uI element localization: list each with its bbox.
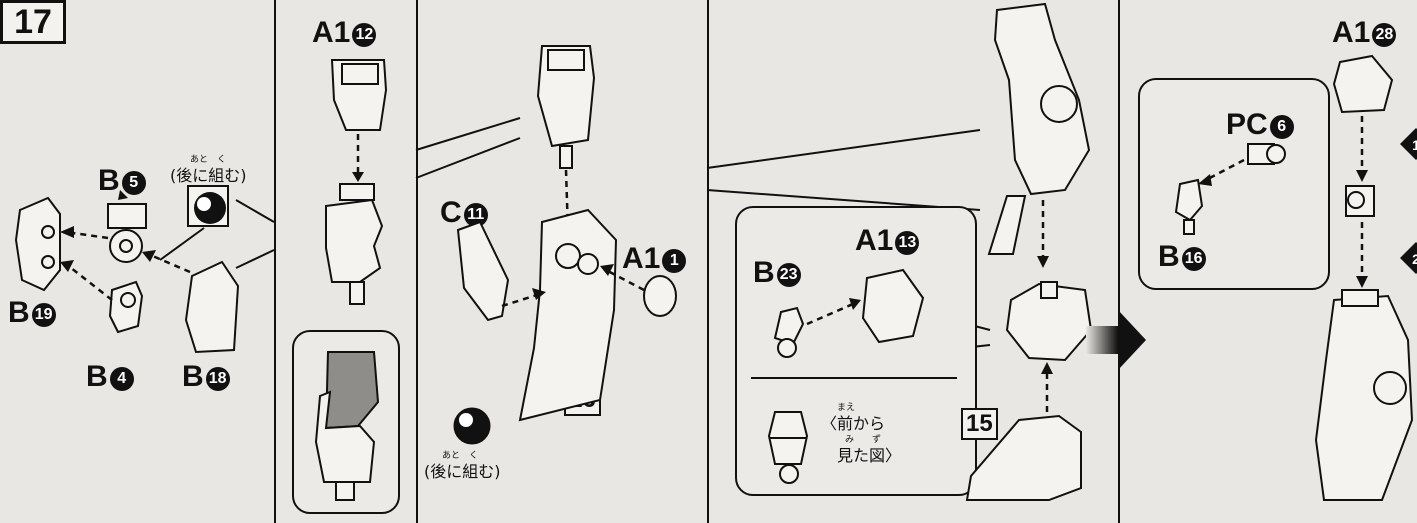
next-step-arrow-icon — [1086, 310, 1146, 370]
upper-arm-drawing — [325, 59, 388, 305]
view-ruby: まえ — [837, 403, 856, 413]
front-view-label-line2: 見た図〉 — [837, 446, 902, 465]
panel-divider — [1118, 0, 1120, 523]
arm-parts-drawing — [14, 185, 240, 354]
order-1-number: 1 — [1412, 137, 1417, 153]
sub-step-15: 15 — [961, 408, 998, 440]
panel-divider — [416, 0, 418, 523]
panel-divider — [707, 0, 709, 523]
assemble-later-note: (後に組む) — [424, 462, 501, 481]
leg-assembly-drawing — [965, 2, 1093, 501]
inset-parts-drawing — [1174, 143, 1286, 235]
foot-assembly-drawing: 1 2 — [1314, 54, 1417, 501]
assemble-later-note: (後に組む) — [170, 166, 247, 185]
view-ruby: み ず — [845, 435, 882, 445]
note-ruby: あと く — [442, 451, 479, 461]
note-ruby: あと く — [190, 155, 227, 165]
panel-divider — [274, 0, 276, 523]
detail-inset — [292, 330, 400, 514]
order-2-number: 2 — [1412, 251, 1417, 267]
step-number: 17 — [0, 0, 66, 44]
inset-parts-drawing — [751, 268, 957, 484]
panel-3: C11 A11 16 あと く (後に組む) — [418, 0, 707, 523]
front-view-label-line1: 〈前から — [821, 414, 886, 433]
detail-part-drawing — [314, 351, 380, 501]
forearm-assembly-drawing — [453, 45, 677, 445]
